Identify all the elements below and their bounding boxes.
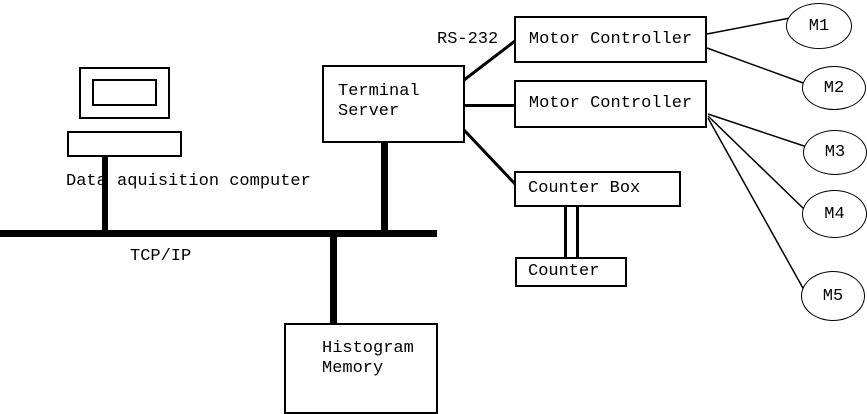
link-motor-controller-2-to-m5: [707, 117, 805, 291]
histogram-memory-box: Histogram Memory: [284, 323, 438, 414]
motor-m3-label: M3: [824, 143, 846, 162]
link-motor-controller-1-to-m1: [706, 17, 791, 35]
terminal-server-label-line1: Terminal: [338, 82, 420, 101]
computer-screen-icon: [92, 79, 157, 106]
link-motor-controller-1-to-m2: [706, 47, 807, 85]
motor-m5-label: M5: [822, 286, 844, 306]
motor-m3: M3: [803, 130, 867, 175]
link-motor-controller-2-to-m4: [707, 115, 806, 211]
terminal-server-label-line2: Server: [338, 102, 400, 121]
counter-box-to-counter-line-left: [564, 205, 567, 259]
histogram-memory-label-line1: Histogram: [322, 339, 414, 358]
computer-caption: Data aquisition computer: [66, 172, 311, 191]
motor-controller-1-box: Motor Controller: [514, 16, 707, 63]
link-terminal-server-to-motor-controller-1: [463, 39, 516, 82]
tcpip-label: TCP/IP: [130, 247, 192, 266]
motor-controller-2-box: Motor Controller: [514, 80, 707, 128]
computer-to-bus-line: [102, 156, 108, 237]
motor-m2: M2: [802, 66, 866, 110]
terminal-server-box: Terminal Server: [322, 65, 465, 143]
motor-controller-1-label: Motor Controller: [528, 29, 693, 49]
link-terminal-server-to-counter-box: [462, 128, 518, 187]
motor-m4: M4: [802, 190, 867, 238]
tcpip-bus-line: [0, 230, 437, 237]
counter: Counter: [515, 257, 627, 287]
motor-m5: M5: [801, 271, 865, 321]
motor-m2-label: M2: [823, 78, 845, 98]
terminal-server-to-bus-line: [381, 142, 388, 237]
motor-m4-label: M4: [824, 204, 845, 224]
rs232-label: RS-232: [437, 30, 499, 49]
link-motor-controller-2-to-m3: [707, 113, 808, 148]
motor-controller-2-label: Motor Controller: [528, 94, 693, 113]
histogram-memory-label-line2: Memory: [322, 359, 384, 378]
bus-to-histogram-memory-line: [330, 232, 337, 325]
motor-m1-label: M1: [808, 16, 830, 36]
counter-box: Counter Box: [514, 171, 681, 207]
motor-m1: M1: [786, 3, 852, 49]
counter-box-label: Counter Box: [528, 179, 641, 198]
computer-keyboard-icon: [67, 131, 182, 157]
counter-label: Counter: [528, 262, 600, 281]
counter-box-to-counter-line-right: [576, 205, 579, 259]
